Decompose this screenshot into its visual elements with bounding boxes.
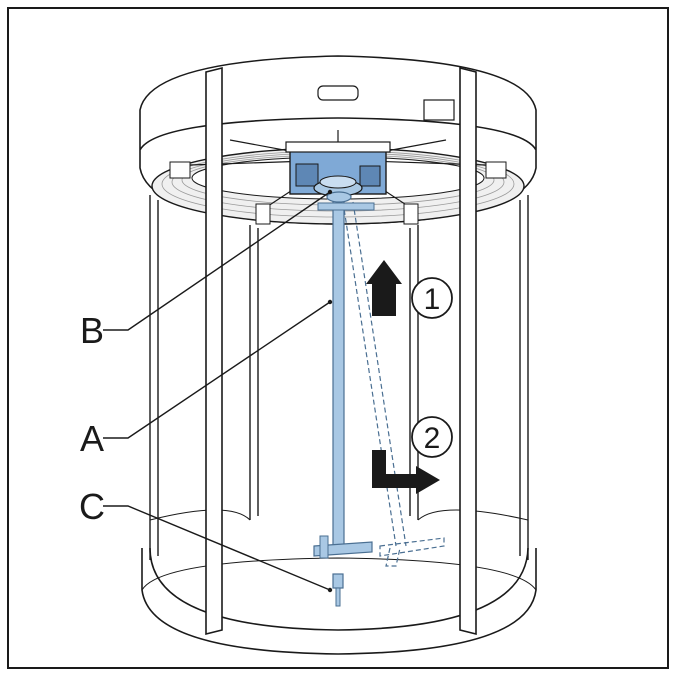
canopy-drum (139, 55, 537, 225)
arrow-up-icon (366, 260, 402, 316)
callout-leaders (103, 191, 331, 591)
shaft-moved-position (342, 201, 445, 567)
floor-ring (141, 547, 537, 655)
arrow-turn-right-icon (372, 450, 440, 494)
drive-unit (285, 141, 391, 197)
step-2-badge: 2 (411, 416, 453, 458)
label-c: C (79, 486, 105, 527)
callout-dots (327, 189, 333, 593)
label-b: B (80, 310, 104, 351)
step-1-number: 1 (424, 283, 441, 316)
glass-walls (149, 195, 529, 560)
label-a: A (80, 418, 104, 459)
step-1-badge: 1 (411, 277, 453, 319)
step-2-number: 2 (424, 422, 441, 455)
front-door-posts (205, 66, 477, 636)
shaft-a (313, 191, 375, 607)
